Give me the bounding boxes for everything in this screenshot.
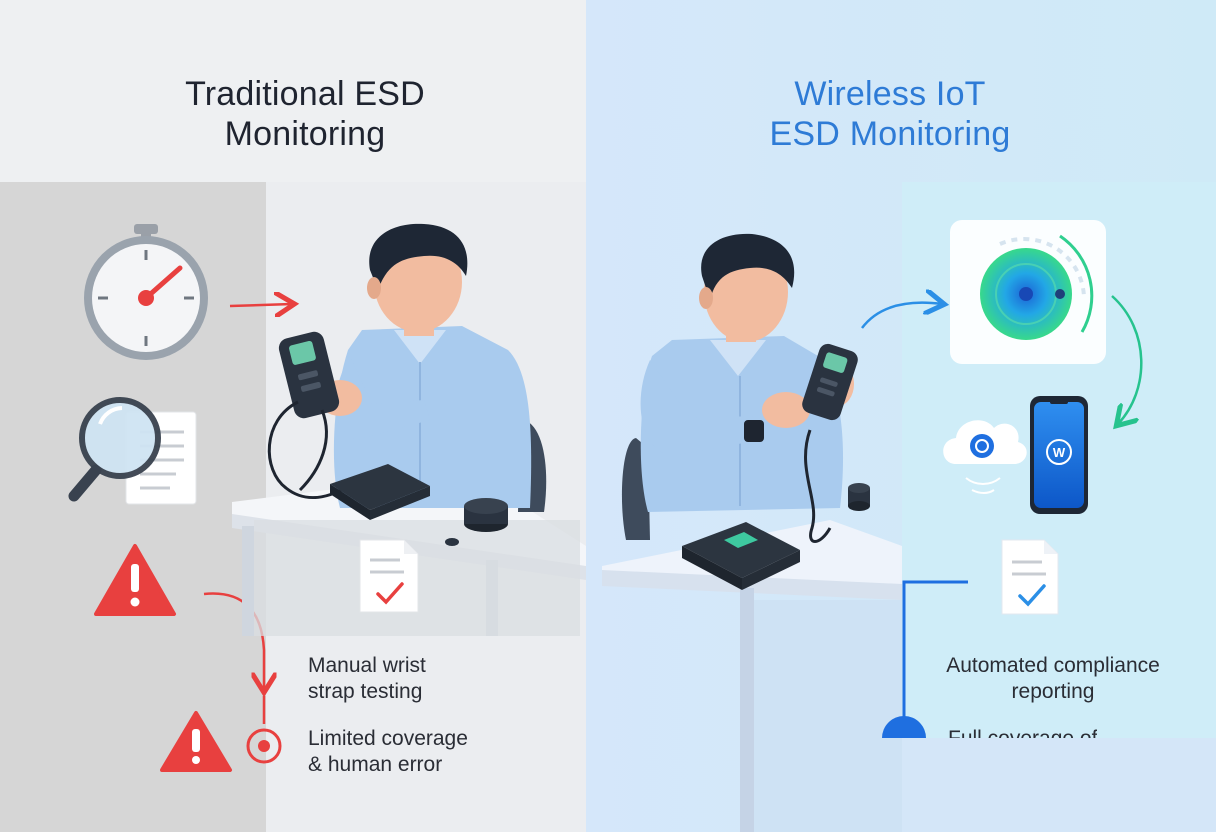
caption-limited-coverage: Limited coverage & human error [308, 727, 468, 776]
ground-puck-right [848, 483, 870, 511]
report-check-icon [359, 539, 419, 613]
ground-puck-left [445, 498, 508, 546]
stopwatch-icon [84, 224, 208, 360]
warning-icon [160, 711, 232, 772]
handheld-meter-right [802, 343, 858, 421]
alert-target-icon [246, 728, 282, 764]
title-traditional: Traditional ESD Monitoring [185, 75, 425, 153]
title-wireless: Wireless IoT ESD Monitoring [769, 75, 1011, 153]
warning-icon [94, 544, 176, 616]
phone-app-logo: W [1053, 445, 1066, 460]
technician-left [288, 223, 532, 508]
caption-full-coverage: Full coverage of [948, 726, 1097, 738]
report-check-icon [1001, 539, 1059, 615]
handheld-meter-left [278, 331, 340, 419]
caption-automated-reporting: Automated compliance reporting [946, 654, 1160, 703]
technician-right [640, 233, 854, 512]
sensor-dashboard-icon [950, 220, 1106, 364]
smartphone-app-icon [1030, 396, 1088, 514]
caption-manual-testing: Manual wrist strap testing [308, 654, 426, 703]
wireless-tester-box [682, 522, 800, 590]
cloud-icon [943, 420, 1027, 494]
magnifier-document-icon [68, 397, 197, 505]
phone-logo-letter: W [1053, 445, 1066, 460]
tester-box-left [330, 464, 430, 520]
